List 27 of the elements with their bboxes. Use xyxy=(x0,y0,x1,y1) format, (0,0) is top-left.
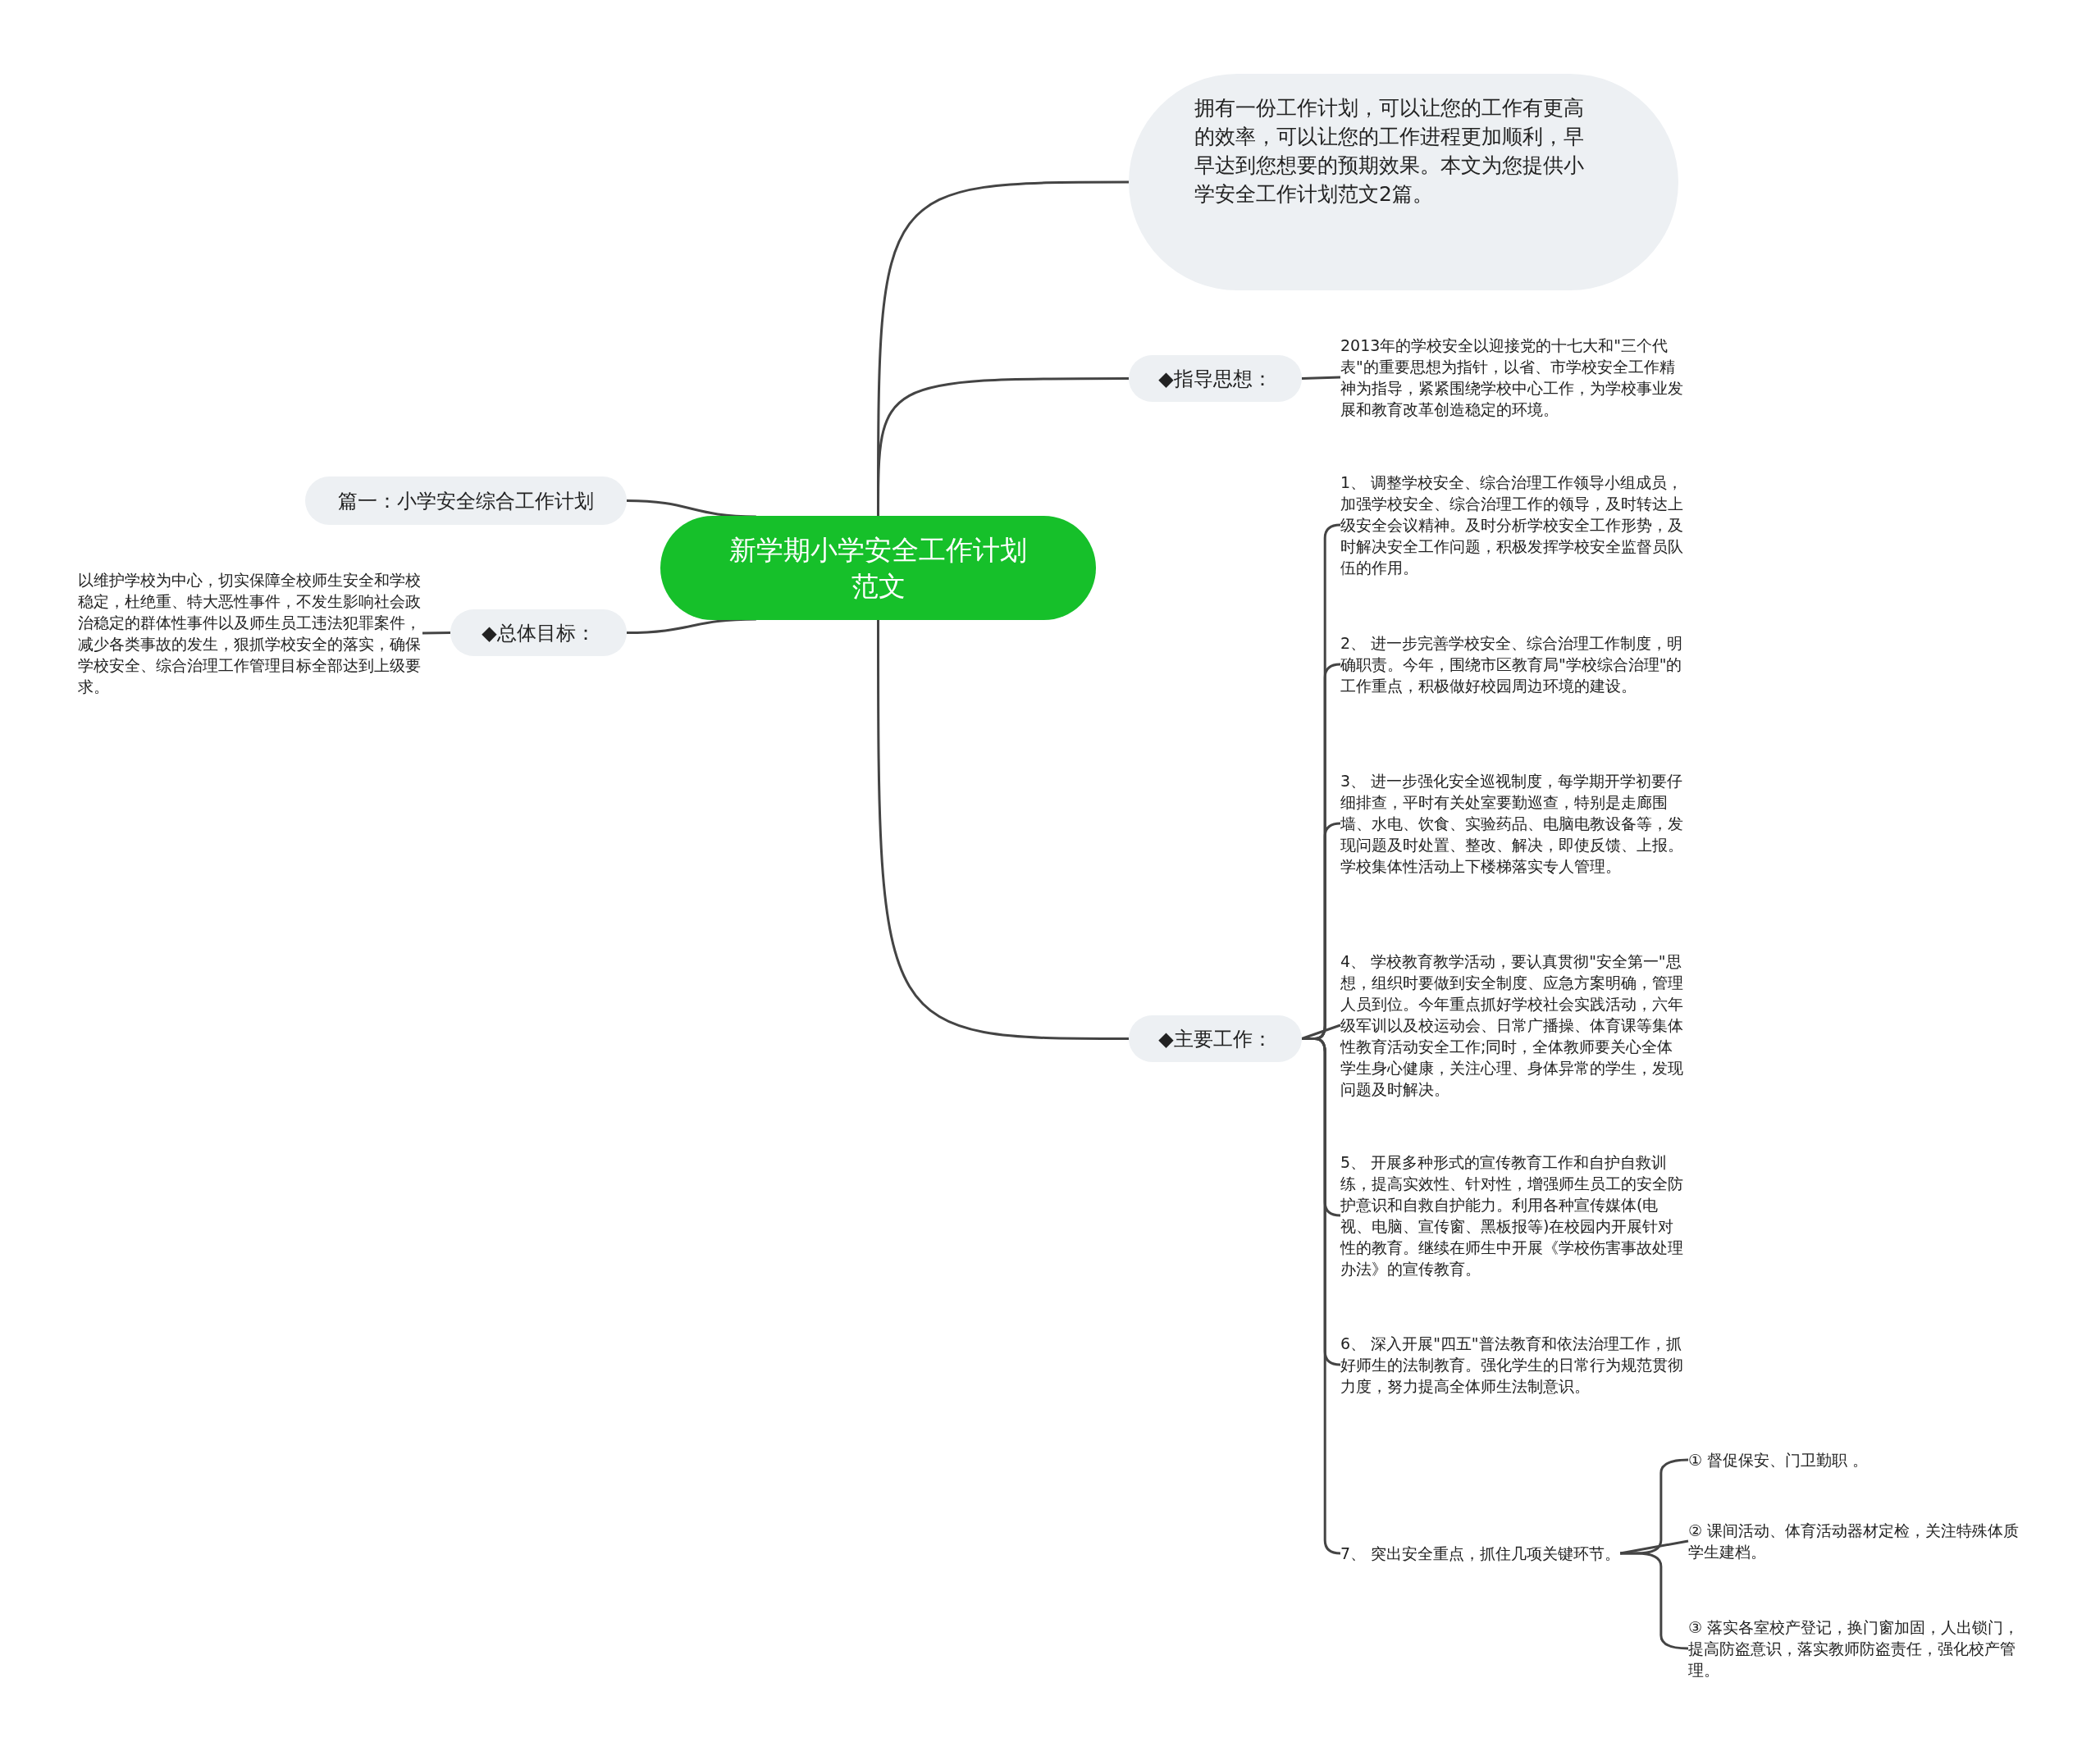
note-text: 2、 进一步完善学校安全、综合治理工作制度，明确职责。今年，围绕市区教育局"学校综合治理"的工作重点，积极做好校园周边环境的建设。 xyxy=(1340,632,1685,696)
connector-line xyxy=(626,499,756,518)
note-text: 以维护学校为中心，切实保障全校师生安全和学校稳定，杜绝重、特大恶性事件，不发生影响社会政治稳定的群体性事件以及师生员工违法犯罪案件，减少各类事故的发生，狠抓学校安全的落实，确保学校安全、综合治理工作管理目标全部达到上级要求。 xyxy=(78,569,422,697)
topic-bubble: 拥有一份工作计划，可以让您的工作有更高的效率，可以让您的工作进程更加顺利，早早达到您想要的预期效果。本文为您提供小学安全工作计划范文2篇。 xyxy=(1129,74,1678,290)
note-text: 6、 深入开展"四五"普法教育和依法治理工作，抓好师生的法制教育。强化学生的日常行为规范贯彻力度，努力提高全体师生法制意识。 xyxy=(1340,1333,1685,1397)
connector-line xyxy=(877,620,1129,1040)
branch-topic: ◆总体目标： xyxy=(450,609,627,656)
connector-line xyxy=(1619,1539,1689,1555)
connector-line xyxy=(1301,1024,1341,1040)
note-text: 3、 进一步强化安全巡视制度，每学期开学初要仔细排查，平时有关处室要勤巡查，特别是走廊围墙、水电、饮食、实验药品、电脑电教设备等，发现问题及时处置、整改、解决，即使反馈、上报。学校集体性活动上下楼梯落实专人管理。 xyxy=(1340,770,1685,877)
note-text: 1、 调整学校安全、综合治理工作领导小组成员，加强学校安全、综合治理工作的领导，及时转达上级安全会议精神。及时分析学校安全工作形势，及时解决安全工作问题，积极发挥学校安全监督员队伍的作用。 xyxy=(1340,472,1685,578)
branch-topic: 篇一：小学安全综合工作计划 xyxy=(305,476,627,525)
branch-topic: ◆主要工作： xyxy=(1129,1015,1302,1062)
note-text: 5、 开展多种形式的宣传教育工作和自护自救训练，提高实效性、针对性，增强师生员工的安全防护意识和自救自护能力。利用各种宣传媒体(电视、电脑、宣传窗、黑板报等)在校园内开展针对性的教育。继续在师生中开展《学校伤害事故处理办法》的宣传教育。 xyxy=(1340,1151,1685,1279)
connector-line xyxy=(1620,1552,1689,1650)
connector-line xyxy=(626,618,756,634)
connector-line xyxy=(877,377,1129,516)
central-topic: 新学期小学安全工作计划范文 xyxy=(660,516,1096,620)
connector-line xyxy=(1301,376,1341,380)
connector-line xyxy=(422,632,451,635)
note-text: 2013年的学校安全以迎接党的十七大和"三个代表"的重要思想为指针，以省、市学校安全工作精神为指导，紧紧围绕学校中心工作，为学校事业发展和教育改革创造稳定的环境。 xyxy=(1340,335,1685,420)
note-text: ③ 落实各室校产登记，换门窗加固，人出锁门，提高防盗意识，落实教师防盗责任，强化校产管理。 xyxy=(1688,1616,2033,1680)
branch-topic: ◆指导思想： xyxy=(1129,355,1302,402)
note-text: 7、 突出安全重点，抓住几项关键环节。 xyxy=(1340,1543,1621,1564)
note-text: ① 督促保安、门卫勤职 。 xyxy=(1688,1449,2033,1470)
note-text: ② 课间活动、体育活动器材定检，关注特殊体质学生建档。 xyxy=(1688,1520,2033,1562)
note-text: 4、 学校教育教学活动，要认真贯彻"安全第一"思想，组织时要做到安全制度、应急方案明确，管理人员到位。今年重点抓好学校社会实践活动，六年级军训以及校运动会、日常广播操、体育课等集体性教育活动安全工作;同时，全体教师要关心全体学生身心健康，关注心理、身体异常的学生，发现问题及时解决。 xyxy=(1340,951,1685,1100)
